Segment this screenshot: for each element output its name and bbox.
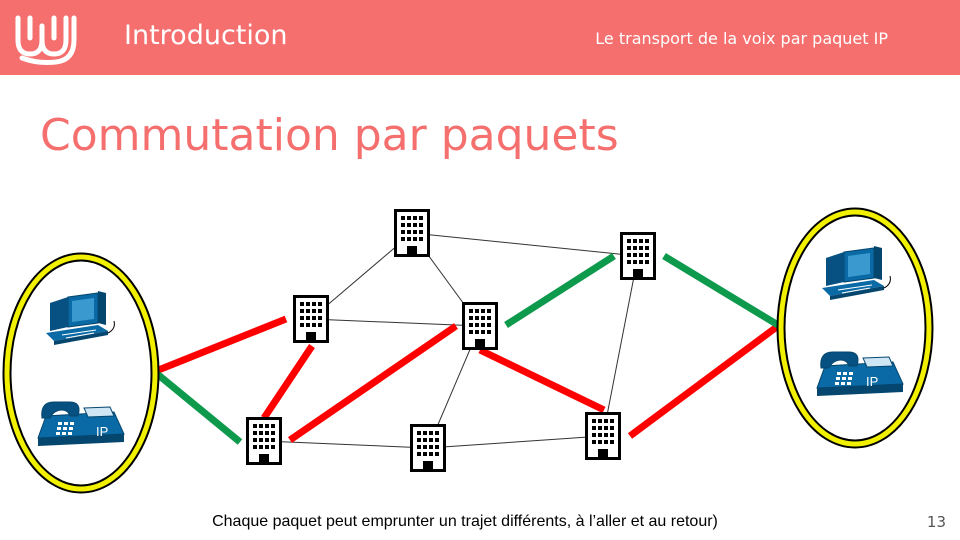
- section-title: Introduction: [124, 20, 288, 51]
- building-icon: [585, 412, 621, 460]
- logo-icon: [15, 15, 77, 65]
- computer-icon: [45, 290, 115, 346]
- header-bar: Introduction Le transport de la voix par…: [0, 0, 960, 75]
- building-icon: [620, 232, 656, 280]
- building-icon: [293, 295, 329, 343]
- left-phone-label: IP: [96, 424, 108, 439]
- building-icon: [462, 302, 498, 350]
- outbound-path: [154, 315, 781, 443]
- ip-phone-icon: [37, 401, 125, 447]
- page-number: 13: [926, 513, 946, 531]
- left-endpoint-group: IP: [2, 252, 160, 494]
- slide-title: Commutation par paquets: [40, 110, 619, 161]
- header-subtitle: Le transport de la voix par paquet IP: [595, 29, 888, 48]
- computer-icon: [821, 245, 891, 301]
- slide-caption: Chaque paquet peut emprunter un trajet d…: [212, 513, 718, 530]
- building-icon: [394, 209, 430, 257]
- right-endpoint-group: IP: [776, 207, 934, 449]
- right-phone-label: IP: [866, 374, 878, 389]
- building-icon: [410, 424, 446, 472]
- building-icon: [246, 417, 282, 465]
- ip-phone-icon: [816, 351, 904, 397]
- return-path: [153, 253, 780, 445]
